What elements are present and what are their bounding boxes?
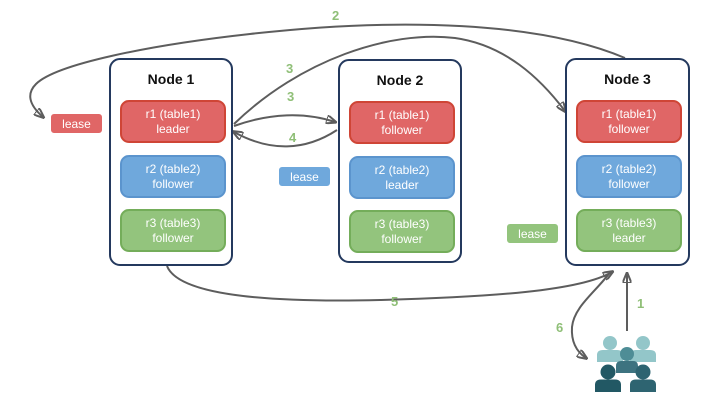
- step-label-3-lower: 3: [287, 89, 295, 104]
- replica-role: follower: [608, 121, 650, 136]
- replica-name: r1 (table1): [145, 106, 201, 121]
- lease-badge-r1: lease: [49, 112, 104, 135]
- lease-badge-r2: lease: [277, 165, 332, 188]
- node3-replica-r3: r3 (table3) leader: [576, 209, 682, 252]
- node-1-title: Node 1: [147, 71, 195, 87]
- person-icon: [595, 364, 621, 392]
- step-label-1: 1: [637, 296, 645, 311]
- person-icon: [630, 336, 656, 362]
- lease-badge-r3: lease: [505, 222, 560, 245]
- node-2-title: Node 2: [376, 72, 424, 88]
- step-label-3-upper: 3: [286, 61, 294, 76]
- node1-replica-r1: r1 (table1) leader: [120, 100, 226, 143]
- node2-replica-r2: r2 (table2) leader: [349, 156, 455, 199]
- replica-name: r2 (table2): [601, 161, 657, 176]
- replica-role: follower: [152, 230, 194, 245]
- node-3: Node 3 r1 (table1) follower r2 (table2) …: [565, 58, 690, 266]
- node2-replica-r1: r1 (table1) follower: [349, 101, 455, 144]
- replica-role: follower: [381, 122, 423, 137]
- replica-role: leader: [612, 230, 646, 245]
- replica-name: r2 (table2): [374, 162, 430, 177]
- person-icon: [597, 336, 623, 362]
- node3-replica-r1: r1 (table1) follower: [576, 100, 682, 143]
- replica-role: leader: [156, 121, 190, 136]
- replica-name: r3 (table3): [374, 216, 430, 231]
- node-1: Node 1 r1 (table1) leader r2 (table2) fo…: [109, 58, 233, 266]
- node1-replica-r3: r3 (table3) follower: [120, 209, 226, 252]
- replica-name: r1 (table1): [601, 106, 657, 121]
- replica-name: r1 (table1): [374, 107, 430, 122]
- replica-role: follower: [381, 231, 423, 246]
- clients-group-icon: [595, 336, 656, 392]
- node2-replica-r3: r3 (table3) follower: [349, 210, 455, 253]
- arrow-step-5: [166, 265, 612, 302]
- node-3-title: Node 3: [604, 71, 651, 87]
- replica-role: follower: [152, 176, 194, 191]
- person-icon: [630, 364, 656, 392]
- person-icon: [616, 347, 638, 373]
- replica-role: follower: [608, 176, 650, 191]
- node3-replica-r2: r2 (table2) follower: [576, 155, 682, 198]
- replica-name: r3 (table3): [601, 215, 657, 230]
- replica-role: leader: [385, 177, 419, 192]
- node1-replica-r2: r2 (table2) follower: [120, 155, 226, 198]
- arrow-step-4: [234, 129, 338, 148]
- step-label-5: 5: [391, 294, 399, 309]
- arrow-step-3-to-node2: [233, 114, 335, 127]
- replica-name: r2 (table2): [145, 161, 201, 176]
- node-2: Node 2 r1 (table1) follower r2 (table2) …: [338, 59, 462, 263]
- step-label-2: 2: [332, 8, 340, 23]
- step-label-6: 6: [556, 320, 564, 335]
- step-label-4: 4: [289, 130, 297, 145]
- replica-name: r3 (table3): [145, 215, 201, 230]
